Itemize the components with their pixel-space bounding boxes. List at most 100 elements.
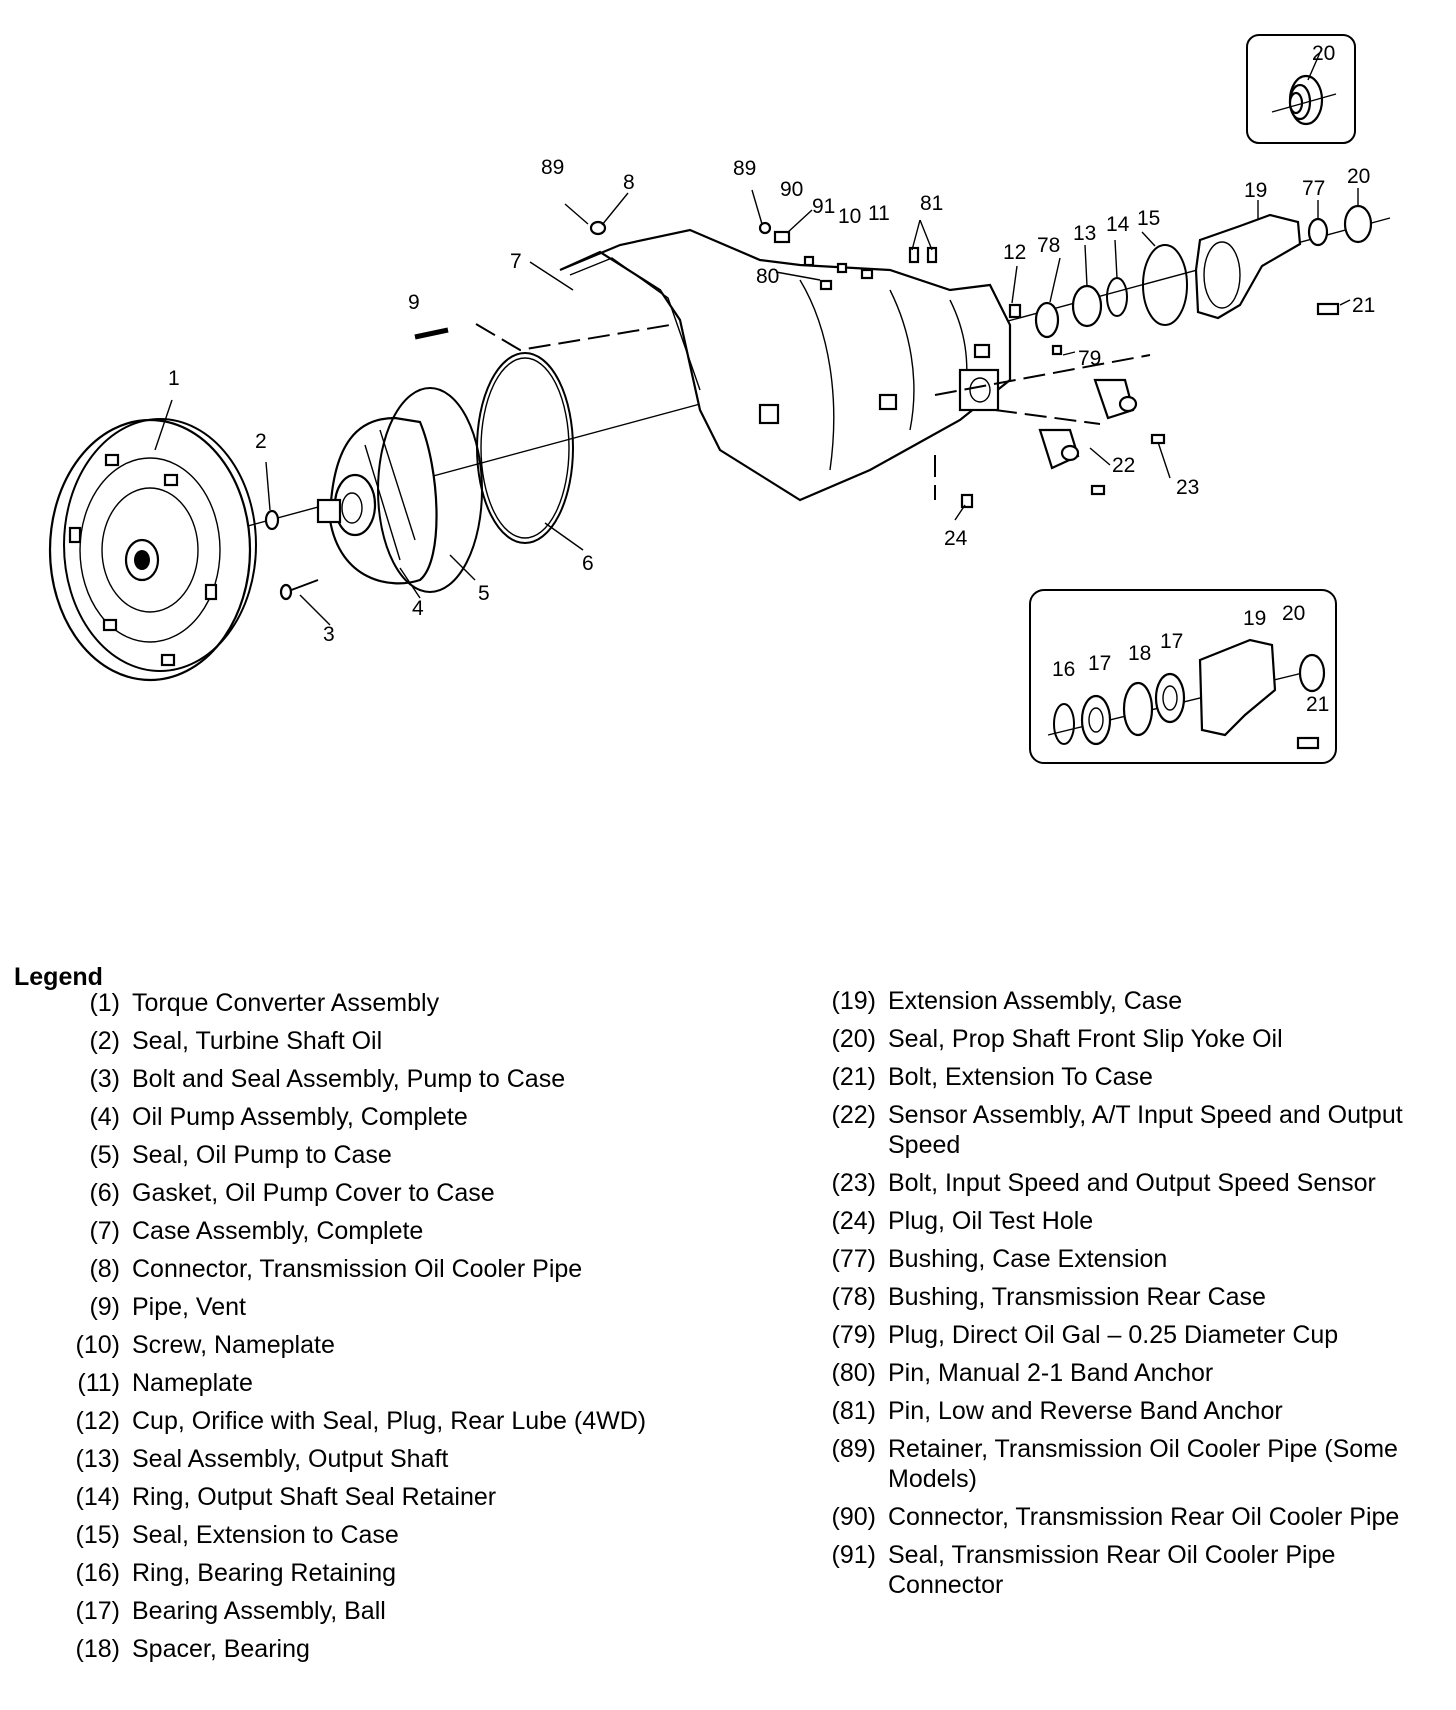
legend-item: (10)Screw, Nameplate xyxy=(64,1330,784,1360)
legend-title: Legend xyxy=(14,963,103,991)
callout-8: 8 xyxy=(623,171,635,194)
speed-sensor-parts xyxy=(960,378,1166,509)
legend-item: (23)Bolt, Input Speed and Output Speed S… xyxy=(824,1168,1444,1198)
legend-item-number: (81) xyxy=(831,1397,876,1425)
rear-bushing-part xyxy=(1034,301,1060,339)
inset-4wd-detail xyxy=(1029,589,1337,764)
seal-retainer-ring-part xyxy=(1106,277,1128,317)
callout-14: 14 xyxy=(1106,213,1130,236)
legend-item: (81)Pin, Low and Reverse Band Anchor xyxy=(824,1396,1444,1426)
legend-item-number: (17) xyxy=(75,1597,120,1625)
legend-item-number: (16) xyxy=(75,1559,120,1587)
legend-item: (3)Bolt and Seal Assembly, Pump to Case xyxy=(64,1064,784,1094)
legend-item-number: (14) xyxy=(75,1483,120,1511)
legend-item: (21) Bolt, Extension To Case xyxy=(824,1062,1444,1092)
legend-item-text: Bolt, Extension To Case xyxy=(888,1063,1153,1091)
legend-item: (8)Connector, Transmission Oil Cooler Pi… xyxy=(64,1254,784,1284)
oil-pump-part xyxy=(316,416,438,585)
callout-1: 1 xyxy=(168,367,180,390)
callout-20: 20 xyxy=(1347,165,1370,188)
legend-item: (12)Cup, Orifice with Seal, Plug, Rear L… xyxy=(64,1406,784,1436)
legend-item: (11)Nameplate xyxy=(64,1368,784,1398)
legend-item: (79)Plug, Direct Oil Gal – 0.25 Diameter… xyxy=(824,1320,1444,1350)
callout-21: 21 xyxy=(1352,294,1375,317)
legend-item-text: Seal, Prop Shaft Front Slip Yoke Oil xyxy=(888,1025,1283,1053)
legend-item-text: Seal Assembly, Output Shaft xyxy=(132,1445,449,1473)
callout-91: 91 xyxy=(812,195,835,218)
legend-item-text: Oil Pump Assembly, Complete xyxy=(132,1103,468,1131)
legend-item: (4) Oil Pump Assembly, Complete xyxy=(64,1102,784,1132)
legend-item-number: (15) xyxy=(75,1521,120,1549)
legend-item-number: (13) xyxy=(75,1445,120,1473)
callout-78: 78 xyxy=(1037,234,1060,257)
legend-item-text: Bearing Assembly, Ball xyxy=(132,1597,386,1625)
callout-5: 5 xyxy=(478,582,490,605)
legend-item-text: Connector, Transmission Rear Oil Cooler … xyxy=(888,1503,1400,1531)
legend-item: (89)Retainer, Transmission Oil Cooler Pi… xyxy=(824,1434,1444,1494)
legend-item-text: Gasket, Oil Pump Cover to Case xyxy=(132,1179,495,1207)
callout-22: 22 xyxy=(1112,454,1135,477)
legend-item-number: (20) xyxy=(831,1025,876,1053)
leader-lines xyxy=(154,188,1359,626)
legend-item: (6)Gasket, Oil Pump Cover to Case xyxy=(64,1178,784,1208)
pump-gasket-part xyxy=(476,352,574,544)
callout-90: 90 xyxy=(780,178,803,201)
callout-89: 89 xyxy=(733,157,756,180)
legend-item-text: Pin, Manual 2-1 Band Anchor xyxy=(888,1359,1214,1387)
legend-item: (7)Case Assembly, Complete xyxy=(64,1216,784,1246)
callout-23: 23 xyxy=(1176,476,1199,499)
legend-item-number: (21) xyxy=(831,1063,876,1091)
legend-item-text: Plug, Direct Oil Gal – 0.25 Diameter Cup xyxy=(888,1321,1339,1349)
legend-item-text: Screw, Nameplate xyxy=(132,1331,335,1359)
callout-77: 77 xyxy=(1302,177,1325,200)
legend-item-number: (90) xyxy=(831,1503,876,1531)
legend-item-text: Cup, Orifice with Seal, Plug, Rear Lube … xyxy=(132,1407,647,1435)
legend-item: (14) Ring, Output Shaft Seal Retainer xyxy=(64,1482,784,1512)
callout-79: 79 xyxy=(1078,347,1101,370)
legend-item-text: Ring, Bearing Retaining xyxy=(132,1559,397,1587)
legend-item-text: Bushing, Case Extension xyxy=(888,1245,1168,1273)
turbine-seal-part xyxy=(264,509,280,531)
legend-item-number: (9) xyxy=(89,1293,120,1321)
callout-19: 19 xyxy=(1244,179,1267,202)
callout-24: 24 xyxy=(944,527,968,550)
callout-89-left: 89 xyxy=(541,156,564,179)
legend-item-text: Seal, Oil Pump to Case xyxy=(132,1141,392,1169)
legend-item: (90) Connector, Transmission Rear Oil Coo… xyxy=(824,1502,1444,1532)
legend-item-number: (1) xyxy=(89,989,120,1017)
pump-bolt-part xyxy=(279,579,319,601)
torque-converter-part xyxy=(48,418,257,682)
callout-21-inset: 21 xyxy=(1306,693,1329,716)
legend-item: (13) Seal Assembly, Output Shaft xyxy=(64,1444,784,1474)
extension-bolt-part xyxy=(1316,302,1340,316)
legend-item-text: Seal, Transmission Rear Oil Cooler Pipe … xyxy=(888,1541,1336,1599)
callout-2: 2 xyxy=(255,430,267,453)
legend-item: (22)Sensor Assembly, A/T Input Speed and… xyxy=(824,1100,1444,1160)
vent-pipe-part xyxy=(414,327,449,340)
yoke-oil-seal-part xyxy=(1343,204,1373,244)
callout-16: 16 xyxy=(1052,658,1075,681)
legend-item: (15)Seal, Extension to Case xyxy=(64,1520,784,1550)
legend-left-column: (1)Torque Converter Assembly(2)Seal, Tur… xyxy=(64,988,784,1672)
callout-19-inset: 19 xyxy=(1243,607,1266,630)
callout-4: 4 xyxy=(412,597,424,620)
legend-item-text: Extension Assembly, Case xyxy=(888,987,1183,1015)
callout-20-inset: 20 xyxy=(1312,42,1335,65)
legend-item-text: Ring, Output Shaft Seal Retainer xyxy=(132,1483,497,1511)
legend-item: (18)Spacer, Bearing xyxy=(64,1634,784,1664)
legend-item-text: Retainer, Transmission Oil Cooler Pipe (… xyxy=(888,1435,1398,1493)
callout-9: 9 xyxy=(408,291,420,314)
legend-item: (77) Bushing, Case Extension xyxy=(824,1244,1444,1274)
legend-item-text: Connector, Transmission Oil Cooler Pipe xyxy=(132,1255,583,1283)
callout-13: 13 xyxy=(1073,222,1096,245)
legend-item: (19)Extension Assembly, Case xyxy=(824,986,1444,1016)
transmission-case-part xyxy=(559,228,1012,502)
callout-20-inset-b: 20 xyxy=(1282,602,1305,625)
callout-12: 12 xyxy=(1003,241,1026,264)
case-extension-bushing-part xyxy=(1307,217,1329,247)
legend-item-number: (4) xyxy=(89,1103,120,1131)
legend-item-text: Torque Converter Assembly xyxy=(132,989,440,1017)
legend-item-number: (77) xyxy=(831,1245,876,1273)
callout-15: 15 xyxy=(1137,207,1160,230)
legend-item-text: Bolt, Input Speed and Output Speed Senso… xyxy=(888,1169,1376,1197)
